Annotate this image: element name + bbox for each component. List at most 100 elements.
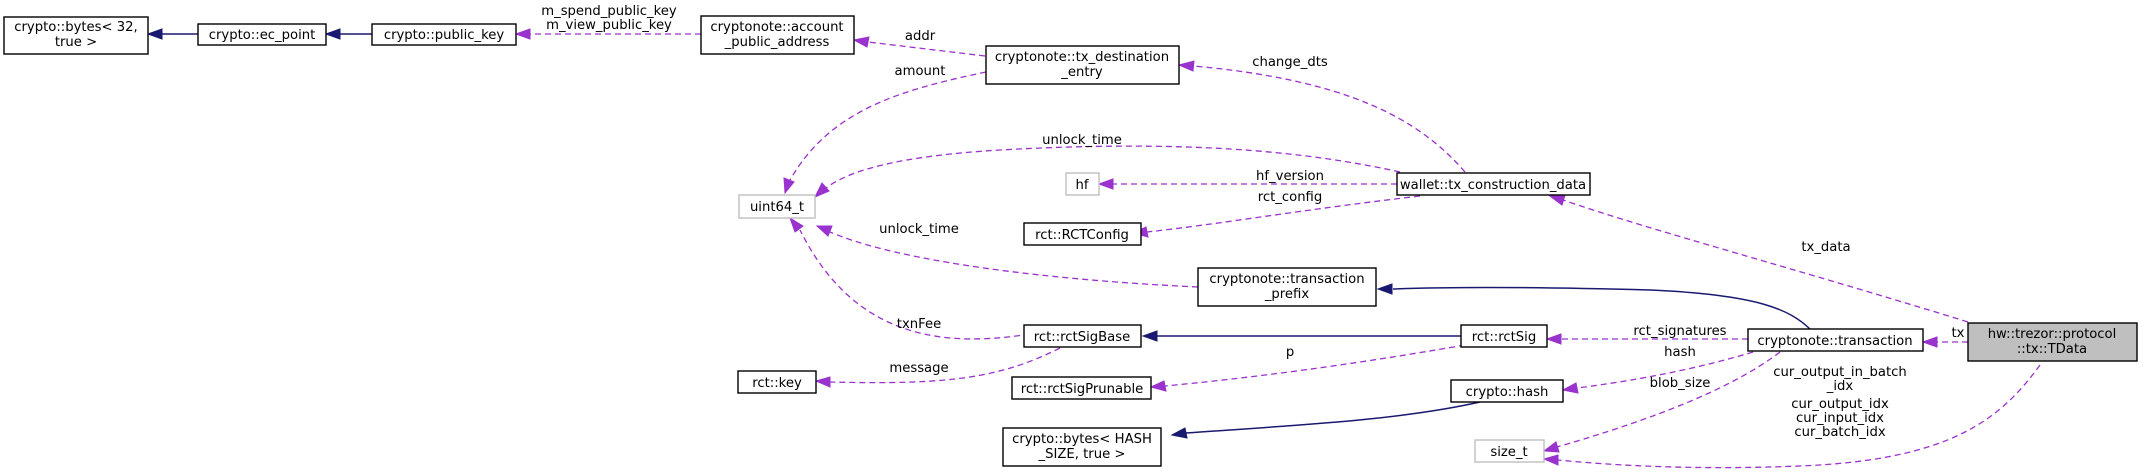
edge-label: change_dts [1252, 55, 1328, 70]
arrowhead-inherit [146, 28, 163, 40]
node-label: rct::rctSigBase [1034, 330, 1131, 345]
node-size-t[interactable]: size_t [1474, 439, 1545, 463]
node-rct-key[interactable]: rct::key [737, 370, 817, 394]
node-account-public-address[interactable]: cryptonote::account _public_address [700, 15, 855, 55]
edge-label: rct_config [1258, 190, 1323, 205]
edge-label: amount [895, 64, 946, 79]
arrowhead-member [1548, 194, 1566, 206]
edge-label: tx_data [1801, 240, 1850, 255]
node-rct-config[interactable]: rct::RCTConfig [1023, 222, 1142, 246]
arrowhead-member [815, 225, 833, 237]
arrowhead-member [1097, 178, 1114, 190]
edge-label: cur_input_idx [1796, 411, 1884, 426]
edge-label: m_spend_public_key [541, 4, 677, 19]
node-rct-sig[interactable]: rct::rctSig [1460, 324, 1548, 348]
edge-construction-to-tdata [1562, 199, 1969, 323]
arrowhead-member [1542, 441, 1560, 453]
node-label: rct::rctSigPrunable [1021, 382, 1144, 397]
edge-label: cur_output_in_batch [1773, 365, 1907, 380]
node-crypto-hash[interactable]: crypto::hash [1450, 379, 1564, 403]
node-label: cryptonote::tx_destination [995, 50, 1169, 65]
edge-uint64-to-prefix [829, 231, 1199, 288]
node-label: uint64_t [750, 200, 804, 215]
edge-address-to-dest [867, 41, 986, 57]
arrowhead-member [783, 177, 795, 195]
node-label: cryptonote::transaction [1757, 334, 1912, 349]
edge-labels: m_spend_public_key m_view_public_key add… [541, 4, 1964, 440]
node-label: _prefix [1264, 287, 1310, 302]
edge-uint64-to-dest [789, 71, 987, 181]
edge-key-to-sigbase [829, 347, 1061, 384]
node-hf[interactable]: hf [1065, 172, 1100, 196]
node-label: crypto::public_key [384, 28, 505, 43]
edge-size-to-tdata [1557, 364, 2041, 469]
arrowhead-member [813, 182, 830, 198]
arrowhead-member [1561, 382, 1579, 394]
edge-label: tx [1952, 326, 1965, 341]
node-label: rct::RCTConfig [1035, 228, 1129, 243]
node-tx-destination-entry[interactable]: cryptonote::tx_destination _entry [985, 45, 1180, 85]
edge-prunable-to-sig [1164, 344, 1466, 387]
edge-hash-to-bytes-hash [1185, 401, 1481, 434]
node-label: _SIZE, true > [1038, 447, 1126, 462]
node-rct-sig-prunable[interactable]: rct::rctSigPrunable [1011, 376, 1152, 400]
edge-label: p [1286, 345, 1294, 360]
node-label: crypto::bytes< 32, [14, 20, 138, 35]
edge-label: hf_version [1256, 169, 1324, 184]
arrowhead-inherit [1376, 283, 1393, 295]
edge-label: blob_size [1650, 376, 1711, 391]
node-crypto-bytes-32[interactable]: crypto::bytes< 32, true > [3, 16, 149, 55]
node-label: wallet::tx_construction_data [1400, 178, 1586, 193]
edge-label: addr [905, 29, 936, 44]
node-crypto-bytes-hash[interactable]: crypto::bytes< HASH _SIZE, true > [1002, 427, 1162, 467]
arrowhead-member [1545, 333, 1562, 345]
edge-dest-to-construction [1192, 65, 1466, 173]
node-label: hw::trezor::protocol [1988, 327, 2117, 342]
arrowhead-member [514, 28, 531, 40]
member-edges [514, 28, 2041, 469]
node-label: size_t [1490, 445, 1527, 460]
edge-label: rct_signatures [1633, 324, 1726, 339]
arrowhead-inherit [324, 28, 341, 40]
node-label: cryptonote::account [710, 20, 843, 35]
edge-label: hash [1664, 345, 1696, 360]
edge-label: cur_batch_idx [1794, 425, 1885, 440]
node-crypto-public-key[interactable]: crypto::public_key [371, 23, 517, 46]
node-label: crypto::bytes< HASH [1012, 432, 1152, 447]
edge-hash-to-transaction [1576, 351, 1754, 389]
edge-label: txnFee [897, 317, 941, 332]
inheritance-edges [146, 28, 1811, 439]
arrowhead-member [852, 36, 870, 48]
edge-config-to-construction [1146, 195, 1421, 233]
node-label: cryptonote::transaction [1209, 272, 1364, 287]
node-tx-construction-data[interactable]: wallet::tx_construction_data [1396, 172, 1591, 196]
node-label: crypto::hash [1466, 385, 1549, 400]
node-label: _public_address [724, 35, 830, 50]
node-uint64-t[interactable]: uint64_t [738, 194, 816, 219]
arrowhead-member [789, 216, 804, 233]
edge-label: _idx [1826, 379, 1854, 394]
edge-label: m_view_public_key [546, 18, 672, 33]
node-label: crypto::ec_point [209, 28, 316, 43]
node-tdata-focus[interactable]: hw::trezor::protocol ::tx::TData [1967, 322, 2138, 362]
arrowhead-member [814, 376, 831, 388]
arrowhead-member [1921, 336, 1938, 348]
node-label: hf [1075, 178, 1088, 193]
node-transaction-prefix[interactable]: cryptonote::transaction _prefix [1197, 267, 1377, 307]
node-label: ::tx::TData [2017, 342, 2087, 357]
edge-label: unlock_time [1042, 133, 1122, 148]
arrowhead-member [1177, 60, 1195, 72]
edge-label: message [889, 361, 948, 376]
arrowhead-inherit [1170, 427, 1188, 439]
node-transaction[interactable]: cryptonote::transaction [1747, 328, 1924, 352]
edge-uint64-to-construction [825, 145, 1401, 189]
edge-label: cur_output_idx [1791, 397, 1889, 412]
edge-size-to-transaction [1556, 351, 1781, 448]
arrowhead-inherit [1141, 330, 1158, 342]
edge-uint64-to-sigbase [799, 229, 1031, 340]
node-label: true > [55, 35, 97, 50]
node-crypto-ec-point[interactable]: crypto::ec_point [197, 23, 327, 46]
node-rct-sig-base[interactable]: rct::rctSigBase [1023, 324, 1142, 348]
arrowhead-member [1149, 380, 1167, 392]
